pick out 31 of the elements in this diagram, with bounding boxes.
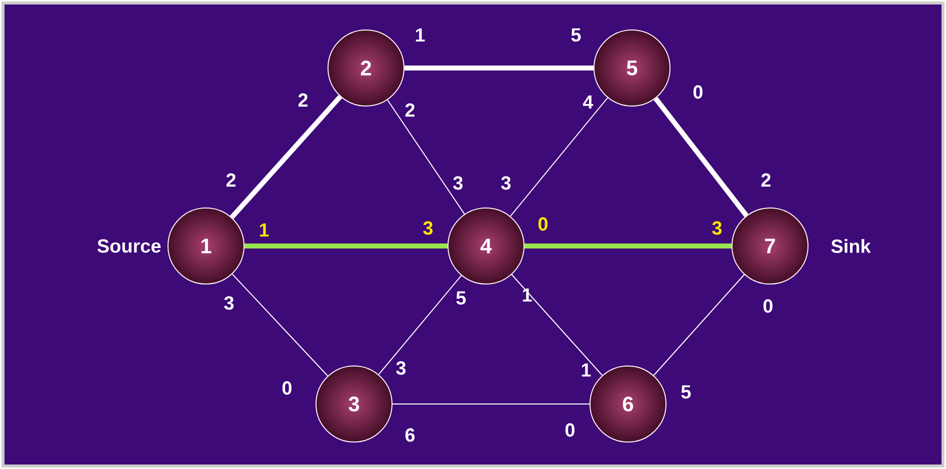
edge-line	[378, 275, 462, 375]
edge-line	[387, 99, 465, 215]
edge-line	[244, 244, 448, 248]
edge-number: 3	[453, 176, 463, 190]
edge-line	[653, 274, 745, 376]
edge-number: 3	[396, 361, 406, 375]
edge-number: 3	[224, 296, 234, 310]
edge-number: 2	[298, 93, 308, 107]
edge-number: 0	[693, 85, 702, 99]
edge-line	[232, 274, 328, 376]
edge-number: 1	[260, 223, 269, 237]
edge-number: 0	[282, 381, 292, 395]
edge-number: 0	[565, 423, 574, 437]
edge-number: 3	[423, 221, 433, 235]
edge-number: 2	[226, 173, 236, 187]
edge-number: 0	[538, 217, 548, 231]
edge-number: 2	[405, 103, 415, 117]
edge-number: 3	[501, 176, 511, 190]
edge-number: 1	[582, 363, 591, 377]
edge-line	[654, 96, 748, 218]
node-caption: Sink	[831, 239, 871, 253]
edge-line	[510, 97, 608, 217]
edge-number: 5	[456, 291, 466, 305]
edge-number: 3	[712, 221, 722, 235]
edge-number: 4	[583, 95, 594, 109]
edge-line	[404, 66, 594, 70]
edge-line	[524, 244, 732, 248]
edge-line	[230, 94, 342, 220]
edge-line	[511, 274, 603, 376]
node-caption: Source	[97, 239, 161, 253]
edge-number: 2	[761, 173, 771, 187]
